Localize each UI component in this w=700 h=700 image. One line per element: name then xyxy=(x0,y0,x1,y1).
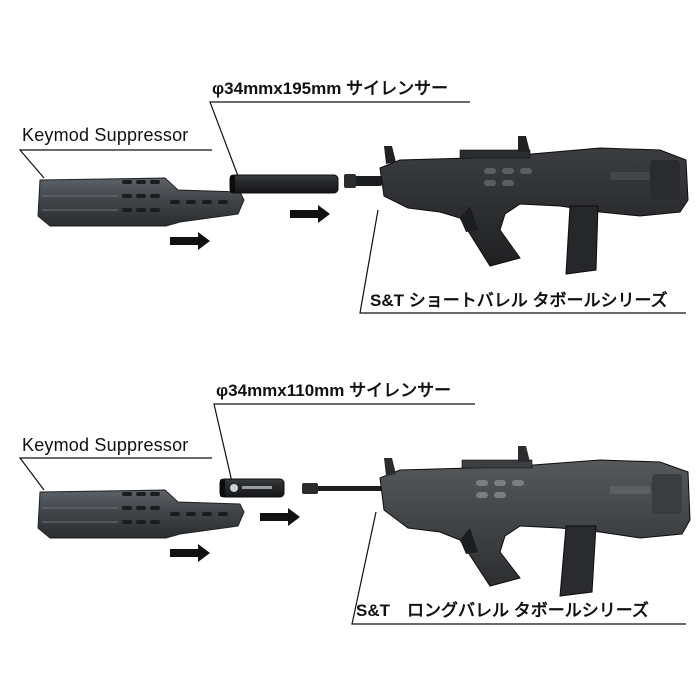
bottom-rifle-label: S&T ロングバレル タボールシリーズ xyxy=(356,601,649,620)
right-arrow-icon xyxy=(260,508,300,526)
bottom-silencer-label: φ34mmx110mm サイレンサー xyxy=(216,381,452,400)
bottom-silencer-leader-line xyxy=(213,403,475,483)
top-rifle-label: S&T ショートバレル タボールシリーズ xyxy=(370,291,668,310)
bottom-keymod-suppressor-image xyxy=(37,489,245,539)
right-arrow-icon xyxy=(290,205,330,223)
top-silencer-label: φ34mmx195mm サイレンサー xyxy=(212,79,449,98)
right-arrow-icon xyxy=(170,544,210,562)
right-arrow-icon xyxy=(170,232,210,250)
bottom-rifle-leader-line xyxy=(351,511,686,625)
top-keymod-suppressor-image xyxy=(37,177,245,227)
bottom-keymod-label: Keymod Suppressor xyxy=(22,435,189,455)
bottom-rifle-image xyxy=(302,446,691,597)
bottom-keymod-leader-line xyxy=(18,457,212,491)
top-rifle-image xyxy=(344,136,689,275)
top-rifle-leader-line xyxy=(359,209,686,314)
top-keymod-leader-line xyxy=(18,149,212,179)
bottom-silencer-image xyxy=(219,478,285,498)
top-silencer-leader-line xyxy=(209,101,470,177)
top-silencer-image xyxy=(229,174,339,194)
top-keymod-label: Keymod Suppressor xyxy=(22,125,189,145)
